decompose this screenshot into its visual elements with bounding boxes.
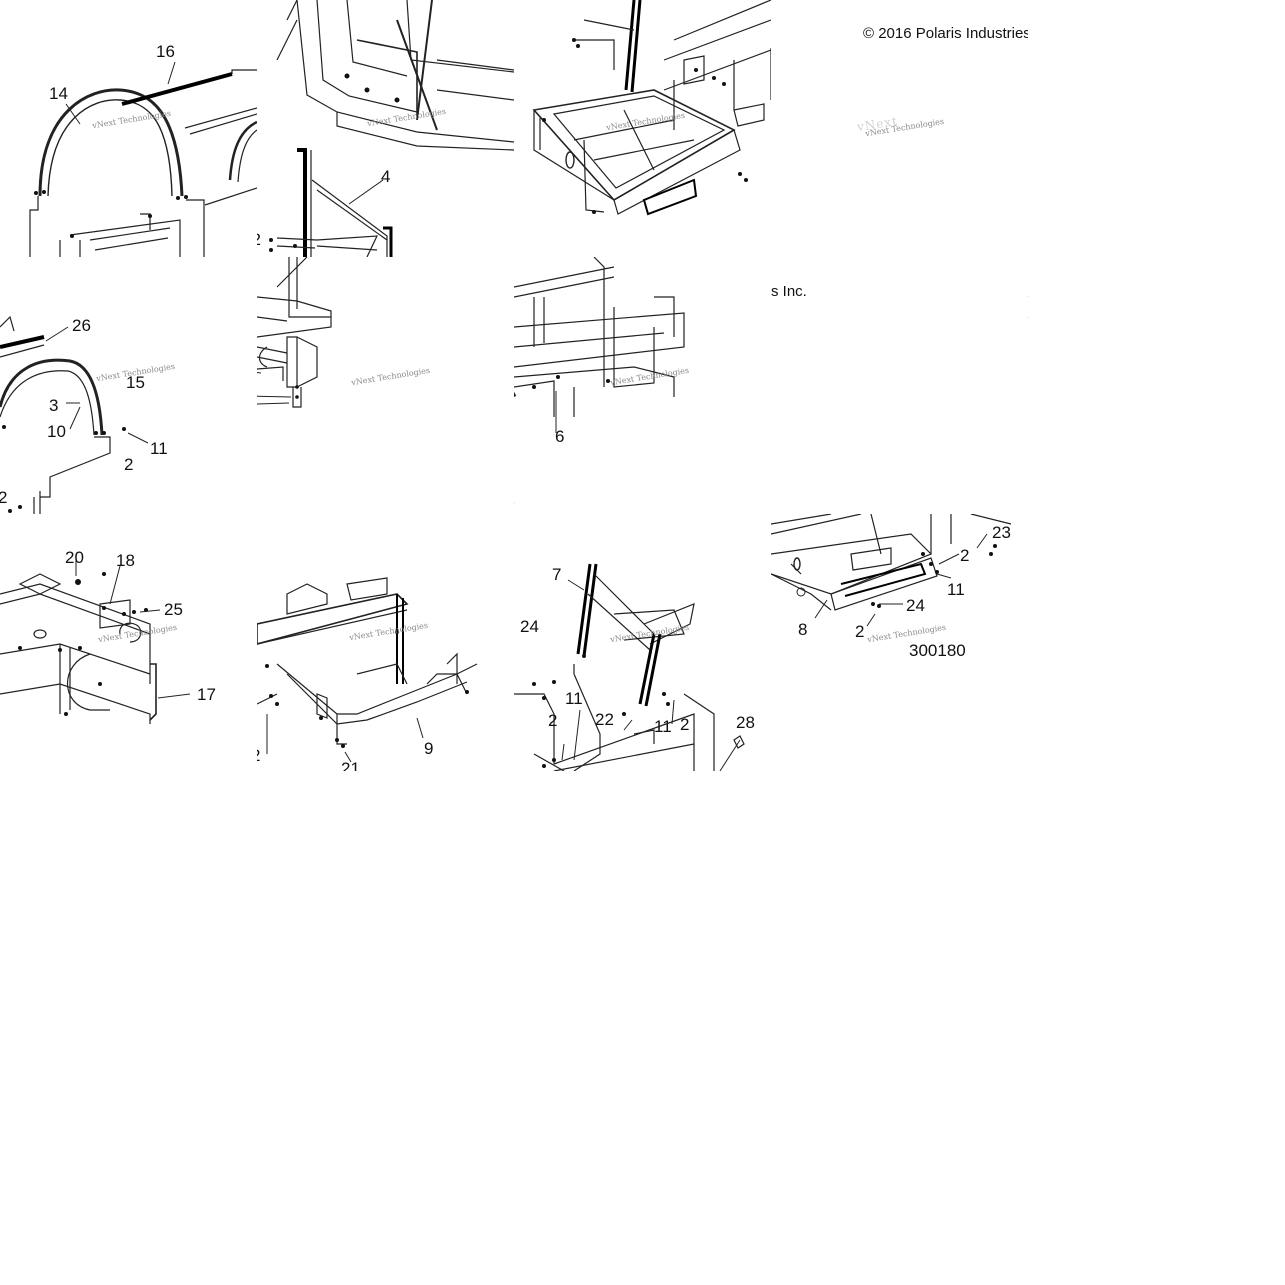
callout-21: 21 (341, 759, 360, 771)
callout-12: 12 (514, 490, 515, 507)
side-rails-drawing (514, 563, 745, 771)
callout-6: 6 (555, 427, 565, 446)
callout-11: 11 (565, 689, 583, 708)
callout-22: 22 (257, 231, 261, 248)
diagram-tile-blank (1028, 0, 1285, 257)
front-bumper-drawing (0, 560, 191, 724)
roof-arch-drawing (29, 61, 257, 257)
diagram-tile-copyright: © 2016 Polaris Industries vNext vNext Te… (771, 0, 1028, 257)
diagram-tile-cargo-tray: vNext Technologies (514, 0, 771, 257)
callout-26: 26 (72, 316, 91, 335)
callout-8: 8 (798, 620, 808, 639)
copyright-text: © 2016 Polaris Industries (863, 25, 1028, 42)
rear-arch-drawing (0, 315, 149, 514)
callout-23: 23 (992, 523, 1011, 542)
diagram-tile-lower-frame: 9 21 2 vNext Technologies (257, 514, 514, 771)
callout-17: 17 (197, 685, 216, 704)
callout-15: 15 (126, 373, 145, 392)
callout-24: 24 (520, 617, 539, 636)
diagram-tile-blank (1028, 514, 1285, 771)
diagram-tile-front-frame: 4 22 vNext Technologies (257, 0, 514, 257)
callout-24: 24 (906, 596, 925, 615)
frame-overview-drawing (1028, 296, 1029, 318)
callout-14: 14 (49, 84, 68, 103)
callout-2: 2 (855, 622, 865, 641)
diagram-tile-front-bumper: 20 18 25 17 vNext Technologies (0, 514, 257, 771)
diagram-tile-center-frame: 5 6 12 vNext Technologies (514, 257, 771, 514)
callout-16: 16 (156, 42, 175, 61)
lower-frame-drawing (257, 577, 478, 763)
callout-4: 4 (381, 167, 391, 186)
callout-9: 9 (424, 739, 434, 758)
callout-2: 2 (960, 546, 970, 565)
center-frame-drawing (514, 257, 685, 433)
side-post-drawing (257, 257, 332, 408)
callout-2: 2 (548, 711, 558, 730)
callout-22: 22 (595, 710, 614, 729)
diagram-tile-cargo-floor: 23 2 11 24 8 2 300180 vNext Technologies (771, 514, 1028, 771)
callout-2: 2 (257, 747, 260, 764)
callout-25: 25 (164, 600, 183, 619)
callout-10: 10 (47, 422, 66, 441)
diagram-tile-side-rails: 7 24 11 2 22 11 2 28 vNext Technologies (514, 514, 771, 771)
diagram-tile-rear-bracket: s Inc. 2 13 21 (771, 257, 1028, 514)
callout-11: 11 (654, 717, 672, 736)
callout-7: 7 (552, 565, 562, 584)
diagram-tile-side-post: 10 19 27 vNext Technologies (257, 257, 514, 514)
callout-2: 2 (680, 715, 690, 734)
diagram-tile-frame-overview: 1 vNext Technologies (1028, 257, 1285, 514)
callout-18: 18 (116, 551, 135, 570)
reference-number: 300180 (909, 641, 966, 660)
copyright-fragment: s Inc. (771, 283, 807, 300)
diagram-tile-roof-arch: 16 14 vNext Technologies (0, 0, 257, 257)
cargo-tray-drawing (532, 0, 771, 216)
callout-2: 2 (124, 455, 134, 474)
front-frame-drawing (269, 0, 514, 257)
callout-20: 20 (65, 548, 84, 567)
callout-28: 28 (736, 713, 755, 732)
rear-bracket-drawing (771, 257, 1028, 514)
cargo-floor-drawing (771, 514, 1012, 627)
callout-11: 11 (947, 580, 965, 599)
callout-11: 11 (150, 439, 168, 458)
callout-3: 3 (49, 396, 59, 415)
diagram-tile-rear-arch: 26 15 3 10 11 2 2 vNext Technologies (0, 257, 257, 514)
callout-2: 2 (0, 488, 8, 507)
